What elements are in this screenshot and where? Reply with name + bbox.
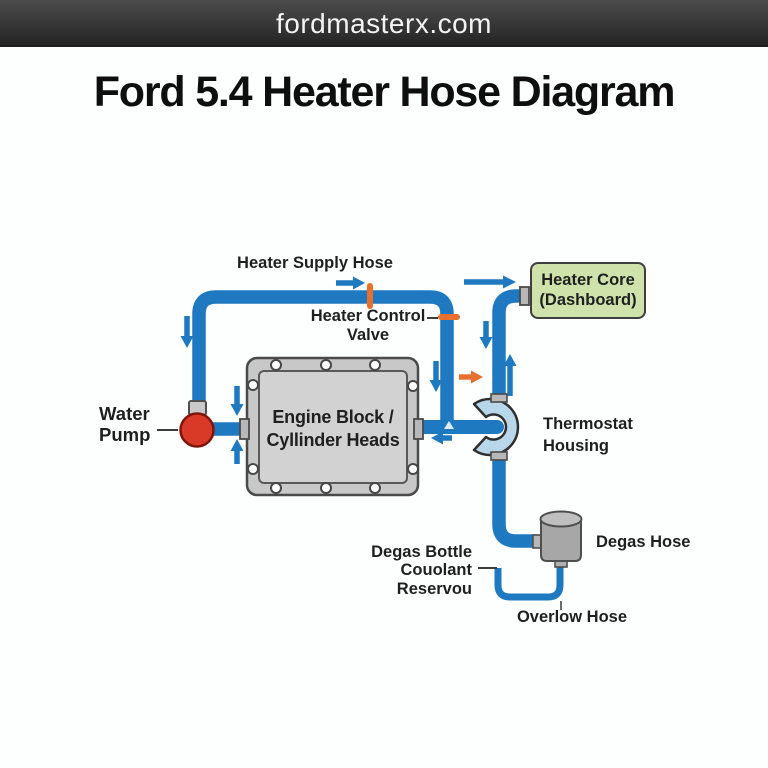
degas-bottle — [532, 510, 583, 568]
heater-control-valve-label: Heater Control Valve — [310, 307, 426, 345]
arrow-down-supply-left — [180, 316, 194, 348]
flow-arrows — [180, 275, 517, 464]
thermostat-top-connector — [490, 393, 508, 403]
arrow-up-engine-inlet — [230, 439, 244, 464]
degas-bottle-body — [540, 519, 582, 562]
heater-supply-hose-label: Heater Supply Hose — [237, 254, 393, 272]
site-name: fordmasterx.com — [276, 7, 492, 39]
heater-core-label: Heater Core (Dashboard) — [539, 270, 637, 309]
arrow-down-valve-pipe — [429, 361, 443, 392]
page-title: Ford 5.4 Heater Hose Diagram — [93, 68, 676, 116]
water-pump — [179, 400, 215, 448]
arrow-left-return-pipe — [431, 431, 452, 445]
degas-hose-label: Degas Hose — [596, 533, 691, 551]
degas-bottle-label: Degas Bottle Couolant Reservou — [371, 543, 472, 598]
thermostat-bottom-connector — [490, 451, 508, 461]
thermostat-to-degas-pipe — [492, 455, 538, 548]
engine-block-label: Engine Block / Cyllinder Heads — [266, 407, 400, 450]
engine-block-bolts — [247, 359, 419, 494]
arrow-down-engine-inlet — [230, 386, 244, 416]
engine-left-connector — [239, 418, 250, 440]
arrow-up-core-pipe — [503, 354, 517, 396]
water-pump-label: Water Pump — [99, 403, 151, 446]
engine-block — [239, 356, 424, 497]
overflow-hose-label: Overlow Hose — [516, 608, 628, 626]
water-pump-body — [179, 412, 215, 448]
engine-block-inner — [258, 370, 408, 484]
heater-core-return-pipe — [492, 289, 524, 401]
thermostat-housing — [472, 393, 520, 461]
tee-junction-marker — [444, 421, 454, 429]
degas-bottle-top — [539, 510, 583, 528]
thermostat-c-shape — [472, 397, 520, 457]
arrow-right-orange — [459, 370, 483, 384]
arrow-right-to-heater-core — [464, 275, 516, 289]
arrow-down-core-pipe — [479, 321, 493, 349]
heater-core-box: Heater Core (Dashboard) — [530, 262, 646, 319]
heater-supply-hose-pipe — [192, 290, 454, 429]
thermostat-housing-label: Thermostat Housing — [543, 415, 633, 455]
engine-right-connector — [413, 418, 424, 440]
site-header-bar: fordmasterx.com — [0, 0, 768, 47]
arrow-right-supply-top — [336, 276, 365, 290]
overflow-hose-pipe — [494, 566, 564, 601]
heater-core-connector — [519, 286, 530, 306]
